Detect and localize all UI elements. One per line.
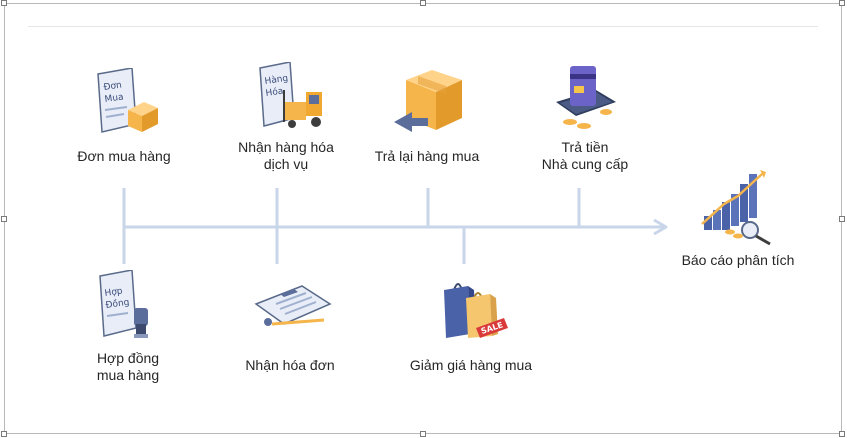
- label-pay-supplier-line1: Trả tiền: [561, 139, 609, 155]
- contract-icon: Hợp Đồng: [94, 270, 164, 342]
- label-purchase-discount: Giảm giá hàng mua: [409, 357, 533, 373]
- label-purchase-order: Đơn mua hàng: [77, 148, 171, 164]
- analytics-report-icon: [698, 168, 780, 248]
- divider: [28, 26, 818, 27]
- svg-text:Hóa: Hóa: [265, 86, 284, 99]
- label-purchase-contract-line2: mua hàng: [96, 367, 160, 383]
- label-receive-goods-line1: Nhận hàng hóa: [238, 139, 334, 155]
- svg-text:Mua: Mua: [104, 92, 124, 105]
- resize-handle-middle-right[interactable]: [839, 216, 845, 222]
- svg-text:Hàng: Hàng: [264, 74, 289, 87]
- resize-handle-top-left[interactable]: [1, 0, 7, 6]
- label-purchase-contract-line1: Hợp đồng: [96, 350, 160, 366]
- purchase-order-icon: Đơn Mua: [92, 68, 162, 138]
- resize-handle-bottom-center[interactable]: [420, 431, 426, 437]
- sale-bags-icon: SALE: [432, 276, 512, 342]
- resize-handle-middle-left[interactable]: [1, 216, 7, 222]
- return-box-icon: [392, 66, 468, 136]
- resize-handle-bottom-left[interactable]: [1, 431, 7, 437]
- label-receive-invoice: Nhận hóa đơn: [245, 357, 335, 373]
- svg-text:Hợp: Hợp: [104, 287, 123, 299]
- resize-handle-top-right[interactable]: [839, 0, 845, 6]
- label-receive-goods-line2: dịch vụ: [263, 156, 309, 172]
- label-pay-supplier-line2: Nhà cung cấp: [541, 156, 629, 172]
- invoice-clipboard-icon: [250, 284, 336, 340]
- resize-handle-bottom-right[interactable]: [839, 431, 845, 437]
- goods-forklift-icon: Hàng Hóa: [254, 62, 334, 132]
- resize-handle-top-center[interactable]: [420, 0, 426, 6]
- label-return-purchase: Trả lại hàng mua: [374, 148, 480, 164]
- svg-text:Đồng: Đồng: [105, 297, 130, 311]
- svg-text:Đơn: Đơn: [103, 81, 122, 93]
- label-analysis-report: Báo cáo phân tích: [681, 252, 795, 268]
- payment-card-icon: [548, 62, 624, 134]
